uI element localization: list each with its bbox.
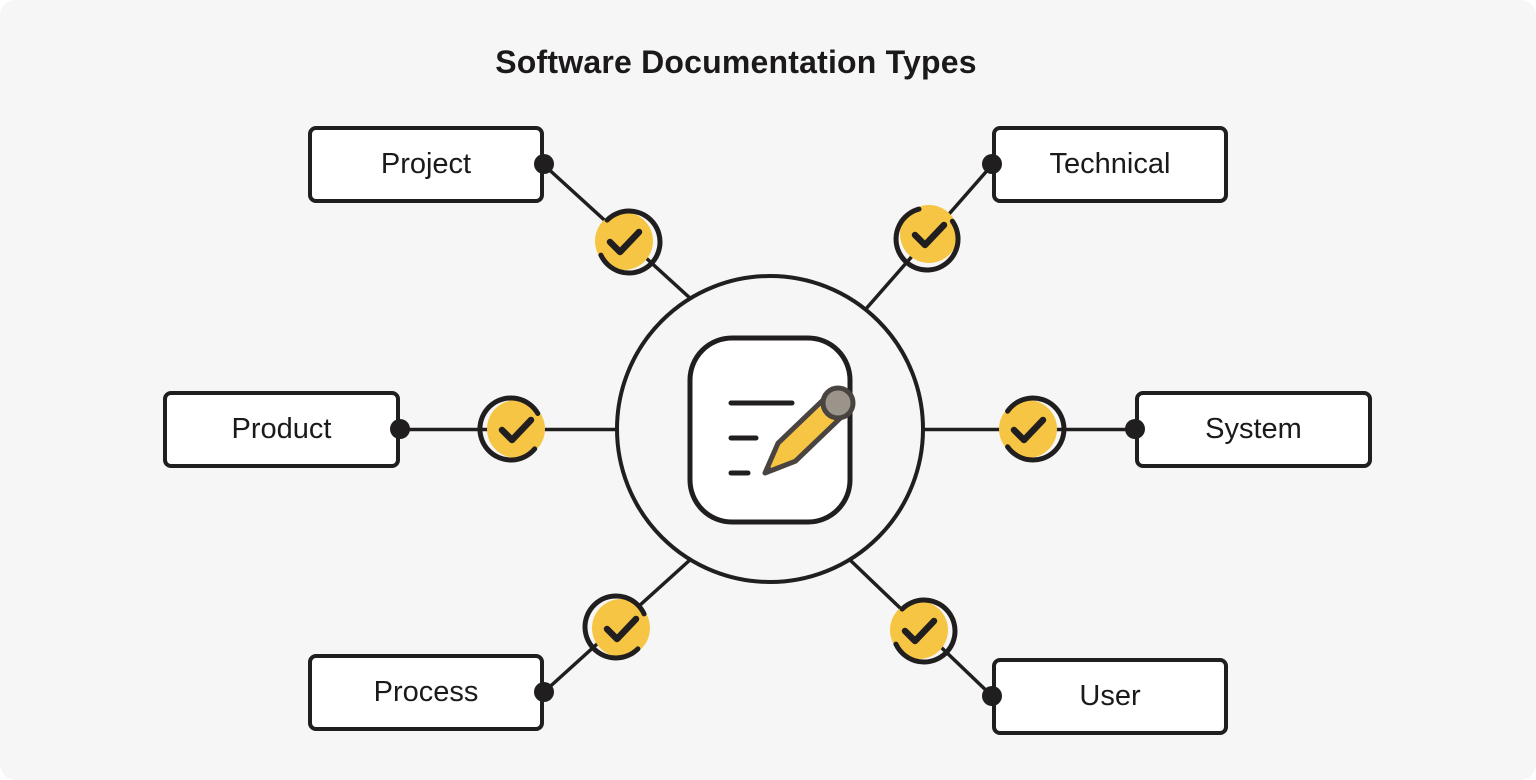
check-badge-system <box>999 395 1067 463</box>
connector-dot-user <box>982 686 1002 706</box>
node-label-product: Product <box>231 413 332 445</box>
node-box-system: System <box>1135 391 1372 468</box>
connector-dot-process <box>534 682 554 702</box>
central-hub <box>615 274 925 584</box>
node-label-user: User <box>1079 680 1141 712</box>
checkmark-icon <box>603 615 640 643</box>
pencil-icon <box>762 385 856 476</box>
node-box-process: Process <box>308 654 544 731</box>
pencil-eraser <box>820 385 856 421</box>
node-box-technical: Technical <box>992 126 1228 203</box>
node-label-system: System <box>1205 413 1302 445</box>
connector-dot-technical <box>982 154 1002 174</box>
node-box-user: User <box>992 658 1228 735</box>
connector-dot-system <box>1125 419 1145 439</box>
pencil-tip <box>765 465 773 473</box>
checkmark-icon <box>498 416 535 444</box>
check-badge-user <box>890 597 958 665</box>
checkmark-icon <box>901 617 938 645</box>
node-label-process: Process <box>373 676 479 708</box>
checkmark-icon <box>911 221 948 249</box>
note-text-lines <box>728 400 795 476</box>
checkmark-icon <box>606 228 643 256</box>
check-badge-process <box>582 593 650 661</box>
check-badge-product <box>477 395 545 463</box>
diagram-title: Software Documentation Types <box>495 44 977 80</box>
checkmark-icon <box>1010 416 1047 444</box>
check-badge-project <box>595 208 663 276</box>
node-box-product: Product <box>163 391 400 468</box>
note-paper <box>687 335 853 525</box>
node-label-technical: Technical <box>1049 148 1171 180</box>
node-box-project: Project <box>308 126 544 203</box>
document-pencil-icon <box>687 335 856 525</box>
node-label-project: Project <box>380 148 472 180</box>
connector-dot-product <box>390 419 410 439</box>
check-badge-technical <box>893 205 961 273</box>
connector-dot-project <box>534 154 554 174</box>
